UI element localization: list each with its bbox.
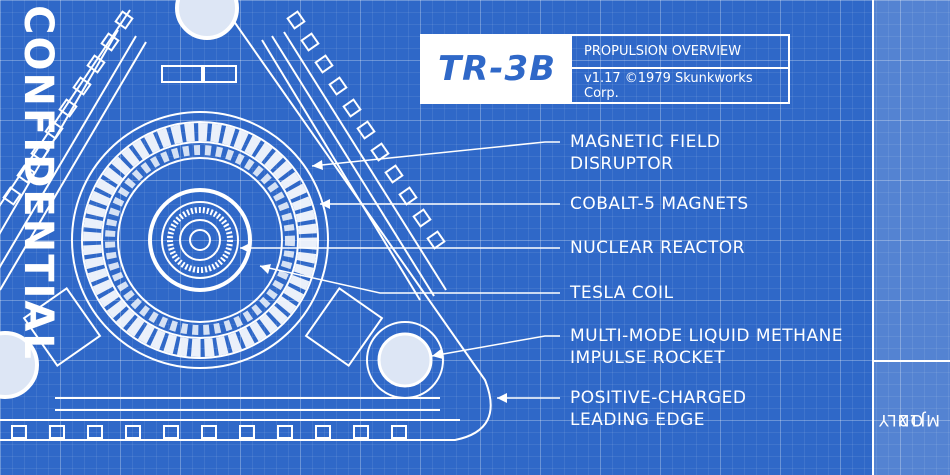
- confidential-stamp: CONFIDENTIAL: [8, 5, 68, 361]
- leader-tesla: [259, 265, 560, 294]
- title-version: v1.17 ©1979 Skunkworks Corp.: [584, 70, 753, 101]
- hull-right-rail-2: [271, 35, 435, 297]
- callout-edge: POSITIVE-CHARGED LEADING EDGE: [570, 387, 746, 431]
- callout-line: TESLA COIL: [570, 283, 674, 303]
- reactor-center: [189, 229, 211, 251]
- arrow-reactor: [240, 243, 250, 253]
- reactor-core: [179, 219, 221, 261]
- title-main: TR-3B: [422, 36, 572, 102]
- hull-left-rail-1: [0, 29, 119, 235]
- callout-rocket: MULTI-MODE LIQUID METHANE IMPULSE ROCKET: [570, 325, 843, 369]
- hull-right-rail-1: [261, 39, 421, 301]
- left-engine-port: [0, 331, 39, 399]
- disruptor-outer-ring: [71, 111, 329, 369]
- arrow-edge: [497, 393, 507, 403]
- callout-line: LEADING EDGE: [570, 410, 705, 430]
- hull-left-rail-2: [0, 35, 137, 269]
- arrow-disruptor: [312, 160, 323, 170]
- top-module-left: [161, 65, 203, 83]
- hull-outline: [0, 0, 492, 441]
- callout-line: IMPULSE ROCKET: [570, 348, 726, 368]
- callout-disruptor: MAGNETIC FIELD DISRUPTOR: [570, 131, 720, 175]
- title-block: TR-3B PROPULSION OVERVIEW v1.17 ©1979 Sk…: [420, 34, 790, 104]
- cobalt-magnet-segments: [83, 123, 317, 357]
- callout-tesla: TESLA COIL: [570, 282, 674, 304]
- stamp-divider: [874, 360, 950, 362]
- magnet-ring-inner: [101, 141, 299, 339]
- reactor-ring: [161, 201, 239, 279]
- hull-left-rail-3: [0, 41, 147, 291]
- confidential-text: CONFIDENTIAL: [15, 4, 62, 361]
- arrow-magnets: [320, 199, 330, 209]
- callout-line: COBALT-5 MAGNETS: [570, 194, 749, 214]
- callout-line: MAGNETIC FIELD: [570, 132, 721, 152]
- magnet-ring-core: [117, 157, 283, 323]
- disruptor-ring-2: [81, 121, 319, 359]
- tesla-coil-ring: [167, 207, 233, 273]
- left-module: [22, 286, 102, 368]
- leader-disruptor: [311, 141, 560, 167]
- right-module: [304, 286, 384, 368]
- confidential-band: [872, 0, 950, 475]
- callout-line: DISRUPTOR: [570, 154, 674, 174]
- cobalt-magnet-segments-inner: [105, 145, 295, 335]
- callout-line: POSITIVE-CHARGED: [570, 388, 747, 408]
- callout-magnets: COBALT-5 MAGNETS: [570, 193, 749, 215]
- clearance-line-2: ONLY: [878, 410, 924, 430]
- top-module-right: [203, 65, 237, 83]
- top-engine-port: [175, 0, 239, 40]
- callout-reactor: NUCLEAR REACTOR: [570, 237, 745, 259]
- leader-rocket: [431, 335, 560, 357]
- hull-inner-left: [0, 9, 131, 207]
- reactor-outer: [148, 188, 252, 292]
- arrow-rocket: [432, 349, 443, 359]
- impulse-rocket-outer: [366, 321, 444, 399]
- callout-line: MULTI-MODE LIQUID METHANE: [570, 326, 844, 346]
- callout-line: NUCLEAR REACTOR: [570, 238, 745, 258]
- arrow-tesla: [260, 264, 271, 274]
- blueprint-drawing: [0, 0, 560, 441]
- impulse-rocket-port: [377, 332, 433, 388]
- title-subtitle: PROPULSION OVERVIEW: [572, 36, 788, 69]
- clearance-stamp: MJ12 ONLY: [878, 372, 940, 467]
